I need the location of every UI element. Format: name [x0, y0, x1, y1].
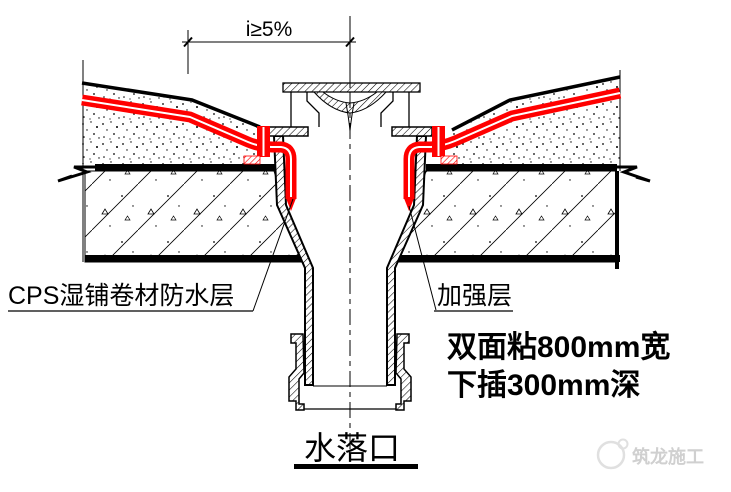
leader-reinforcement [408, 205, 437, 311]
watermark-logo-ear-icon [617, 438, 629, 450]
waterproof-label: CPS湿铺卷材防水层 [8, 282, 234, 310]
pipe-hub-right [395, 333, 412, 411]
drain-flange-right [391, 126, 433, 137]
pipe-hub-left [288, 333, 305, 411]
watermark-text: 筑龙施工 [632, 446, 704, 467]
concrete-slab-right [397, 170, 617, 263]
grate-plate [282, 82, 421, 93]
grate-frame-chamfer-right [380, 92, 394, 127]
grate-frame-chamfer-left [306, 92, 320, 127]
roof-surface-left [81, 81, 261, 129]
waterproof-membrane [81, 87, 622, 211]
membrane-right-tip [403, 197, 415, 211]
drain-flange-left [267, 126, 309, 137]
title-underline [294, 464, 418, 469]
concrete-slab-left [84, 170, 303, 263]
break-symbol-left [57, 165, 103, 183]
sealant-block-left [243, 155, 261, 165]
title-text: 水落口 [304, 430, 400, 466]
note-line2: 下插300mm深 [447, 369, 640, 402]
sealant-block-right [440, 155, 458, 165]
slab-bottom-band-left [85, 255, 304, 262]
slab-top-band-right [426, 164, 617, 171]
drain-bowl-wall-right [386, 135, 428, 386]
watermark: 筑龙施工 [596, 438, 704, 470]
break-symbol-right [614, 165, 651, 183]
slab-bottom-band-right [397, 255, 620, 262]
leader-waterproof [252, 198, 294, 312]
watermark-logo-icon [596, 440, 626, 470]
note-line1: 双面粘800mm宽 [447, 330, 670, 364]
drain-body [267, 126, 433, 411]
dimension-annotation: i≥5% [182, 16, 356, 88]
membrane-left-split [81, 99, 292, 199]
drain-grate [282, 82, 421, 132]
drain-bowl-wall-left [272, 135, 314, 386]
annotations: CPS湿铺卷材防水层 加强层 双面粘800mm宽 下插300mm深 [8, 198, 670, 402]
roof-assembly-left [57, 60, 304, 263]
slab-top-band-left [95, 164, 275, 171]
roof-surface-right [451, 75, 621, 132]
drawing-title: 水落口 [294, 430, 418, 469]
membrane-right-split [408, 92, 621, 199]
reinforcement-label: 加强层 [437, 282, 512, 310]
strainer-dome [312, 91, 388, 114]
slope-label: i≥5% [246, 18, 293, 41]
